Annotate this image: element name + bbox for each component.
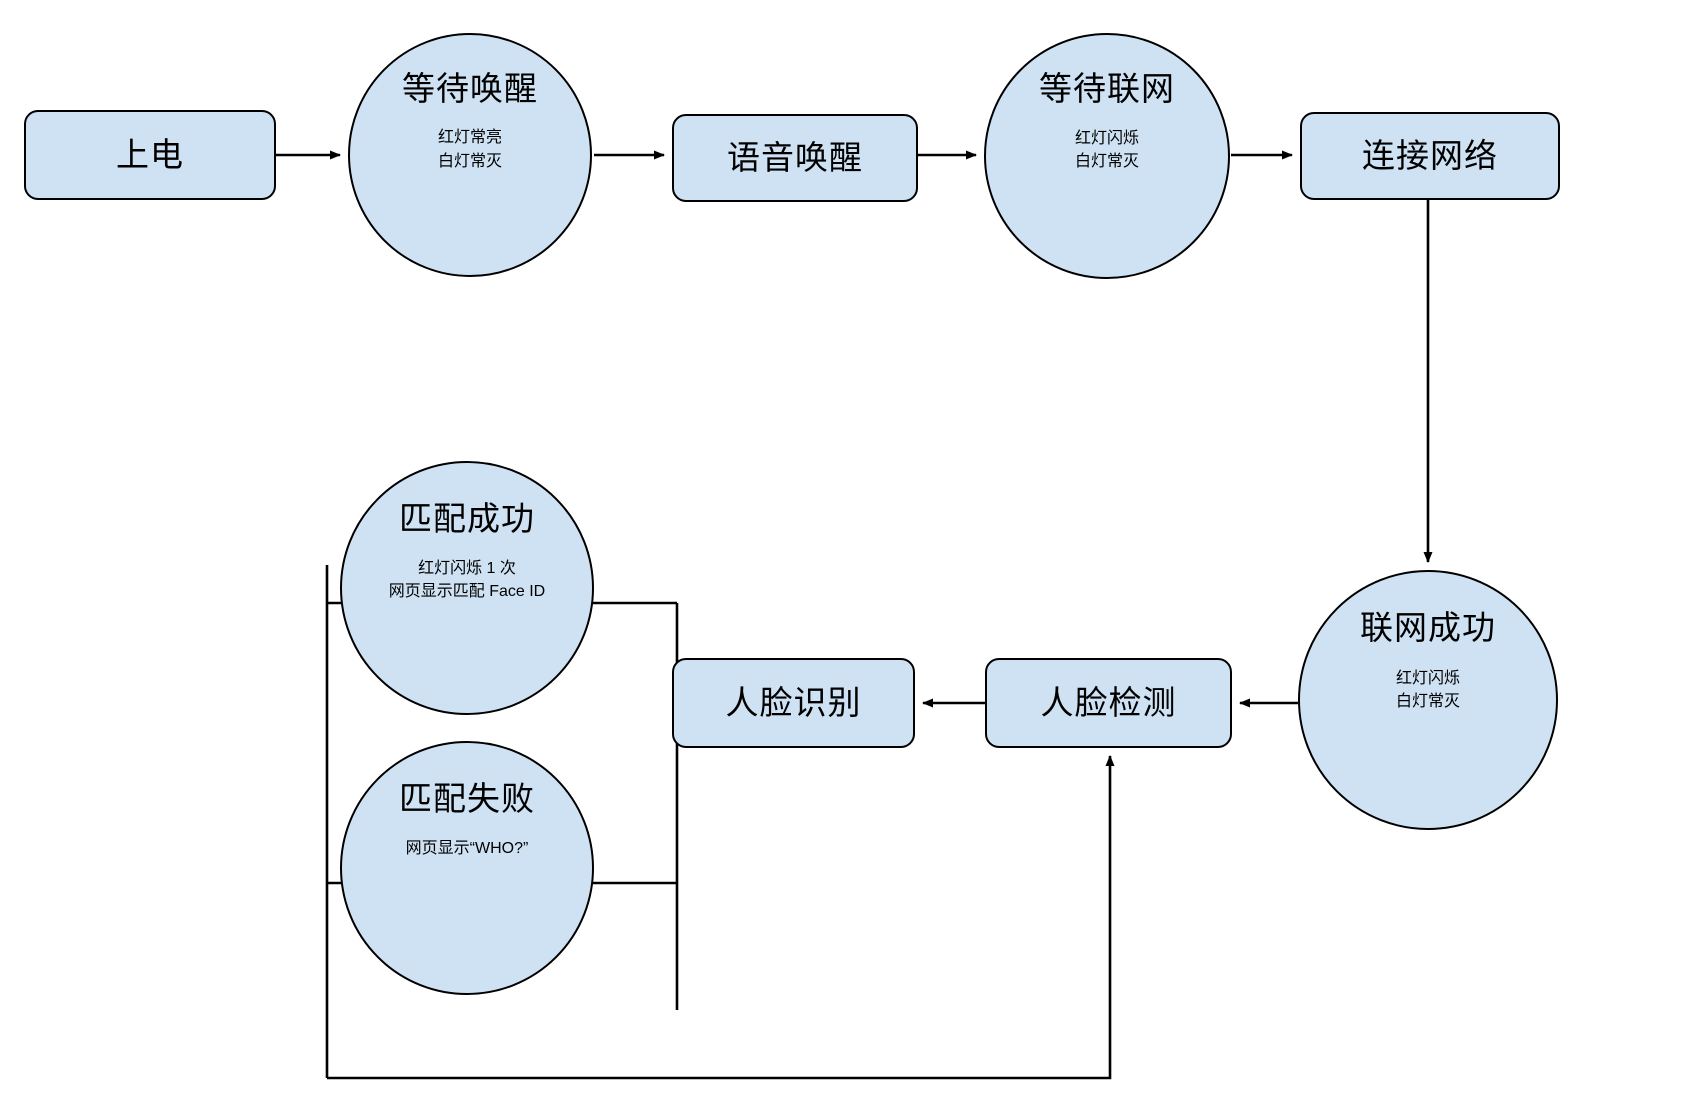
node-face-recognize[interactable]: 人脸识别	[672, 658, 915, 748]
node-network-success-title: 联网成功	[1360, 609, 1496, 647]
node-network-success[interactable]: 联网成功 红灯闪烁 白灯常灭	[1298, 570, 1558, 830]
node-match-success-detail: 红灯闪烁 1 次 网页显示匹配 Face ID	[388, 559, 546, 600]
node-match-fail-title: 匹配失败	[399, 779, 535, 817]
node-wait-wakeup-detail: 红灯常亮 白灯常灭	[437, 129, 502, 170]
node-wait-wakeup-title: 等待唤醒	[402, 70, 538, 107]
node-match-fail-detail: 网页显示“WHO?”	[405, 839, 529, 857]
node-connect-network-title: 连接网络	[1362, 136, 1498, 174]
node-power-on-title: 上电	[116, 135, 184, 173]
node-face-recognize-title: 人脸识别	[725, 683, 862, 721]
node-voice-wakeup-title: 语音唤醒	[727, 138, 863, 176]
node-match-fail[interactable]: 匹配失败 网页显示“WHO?”	[340, 741, 594, 995]
node-voice-wakeup[interactable]: 语音唤醒	[672, 114, 918, 202]
node-wait-network[interactable]: 等待联网 红灯闪烁 白灯常灭	[984, 33, 1230, 279]
node-wait-network-detail: 红灯闪烁 白灯常灭	[1074, 129, 1139, 171]
node-wait-wakeup[interactable]: 等待唤醒 红灯常亮 白灯常灭	[348, 33, 592, 277]
node-network-success-detail: 红灯闪烁 白灯常灭	[1395, 670, 1460, 711]
node-face-detect-title: 人脸检测	[1040, 683, 1177, 721]
node-face-detect[interactable]: 人脸检测	[985, 658, 1232, 748]
node-power-on[interactable]: 上电	[24, 110, 276, 200]
node-wait-network-title: 等待联网	[1039, 70, 1175, 108]
node-match-success-title: 匹配成功	[399, 499, 535, 537]
node-match-success[interactable]: 匹配成功 红灯闪烁 1 次 网页显示匹配 Face ID	[340, 461, 594, 715]
node-connect-network[interactable]: 连接网络	[1300, 112, 1560, 200]
